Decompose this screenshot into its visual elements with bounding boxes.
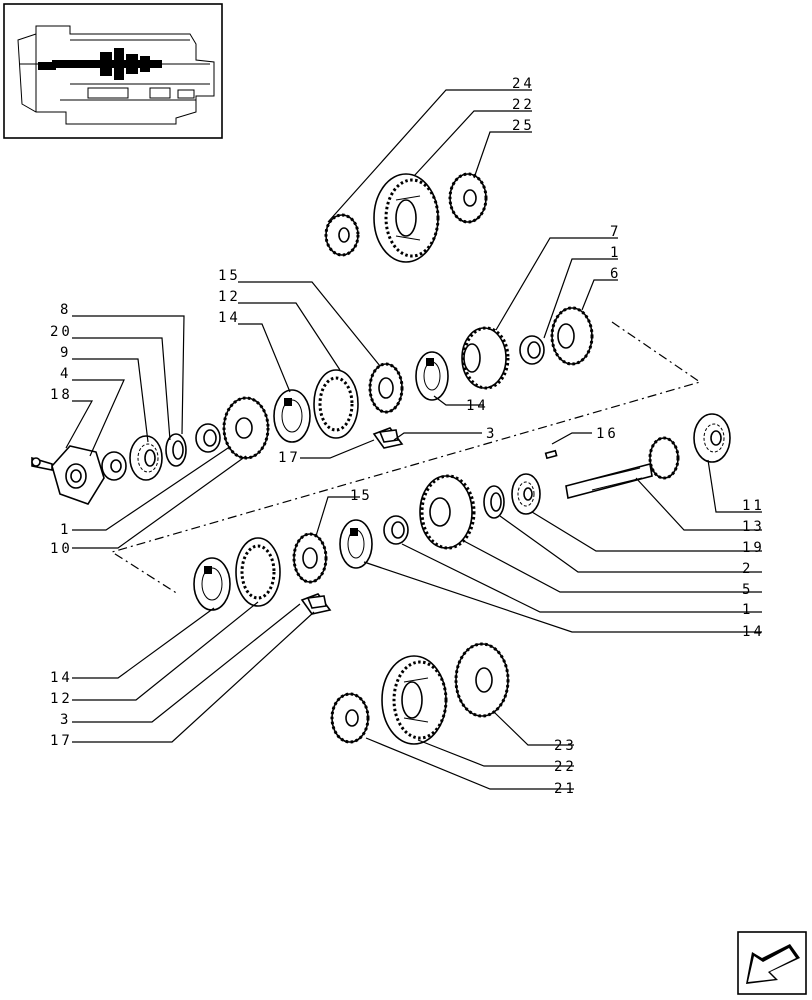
bush-1-upper [519,335,545,365]
gear-group-bottom [330,642,510,745]
callout-15-top: 15 [218,268,241,284]
fork-pad-17-upper [372,427,404,449]
synchro-ring-14-upper [273,389,311,443]
callout-23: 23 [554,738,577,754]
callout-14-top: 14 [218,310,241,326]
shaft-13 [565,436,680,499]
bush-4 [101,451,127,481]
callout-15-low: 15 [350,488,373,504]
gear-24 [324,213,360,257]
callout-19: 19 [742,540,765,556]
callout-12-low: 12 [50,691,73,707]
callout-5: 5 [742,582,753,598]
callout-1-right: 1 [742,602,753,618]
synchro-ring-14-mid [415,351,449,401]
leader-lines [65,89,762,790]
callout-24: 24 [512,76,535,92]
callout-17-low: 17 [50,733,73,749]
callout-14-mid: 14 [466,398,489,414]
bush-1-lower [383,515,409,545]
callout-20: 20 [50,324,73,340]
gear-6 [550,306,594,366]
ring-2 [483,485,505,519]
next-page-arrow-icon[interactable] [737,931,807,995]
callout-21: 21 [554,781,577,797]
shaft-assembly [193,413,731,615]
callout-14-low: 14 [50,670,73,686]
callout-10: 10 [50,541,73,557]
gear-22-top [373,173,440,263]
callout-14-right: 14 [742,624,765,640]
gear-group-top [324,172,488,263]
hub-15-upper [368,362,404,414]
gear-7 [461,326,510,390]
gear-10 [222,396,270,460]
callout-3-low: 3 [60,712,71,728]
callout-6: 6 [610,266,621,282]
synchro-ring-14-lower [193,557,231,611]
locator-thumbnail [3,3,223,139]
callout-25: 25 [512,118,535,134]
hub-15-lower [292,532,328,584]
callout-22-bottom: 22 [554,759,577,775]
callout-13: 13 [742,519,765,535]
callout-4: 4 [60,366,71,382]
bearing-9 [129,435,163,481]
callout-3-mid: 3 [486,426,497,442]
gear-group-upper [31,306,594,505]
gear-25 [448,172,488,224]
bearing-11 [693,413,731,463]
callout-22-top: 22 [512,97,535,113]
bush-8 [195,423,221,453]
callout-labels: 24 22 25 7 1 6 15 12 14 8 20 9 4 18 14 3… [50,76,765,797]
synchro-ring-14-right [339,519,373,569]
assembly-axis-line [110,321,702,595]
callout-7: 7 [610,224,621,240]
callout-11: 11 [742,498,765,514]
callout-1-top: 1 [610,245,621,261]
sleeve-12-lower [235,537,281,607]
flange-18 [31,445,105,505]
callout-8: 8 [60,302,71,318]
callout-2: 2 [742,561,753,577]
callout-17-mid: 17 [278,450,301,466]
bearing-19 [511,473,541,515]
callout-1-left: 1 [60,522,71,538]
key-16 [544,449,558,460]
callout-9: 9 [60,345,71,361]
fork-pad-17-lower [300,593,332,615]
gear-23 [454,642,510,718]
gear-21 [330,692,370,744]
ring-20 [165,433,187,467]
callout-18: 18 [50,387,73,403]
gear-5 [419,474,476,550]
gear-22-bottom [381,655,448,745]
callout-16: 16 [596,426,619,442]
callout-12-top: 12 [218,289,241,305]
sleeve-12-upper [313,369,359,439]
